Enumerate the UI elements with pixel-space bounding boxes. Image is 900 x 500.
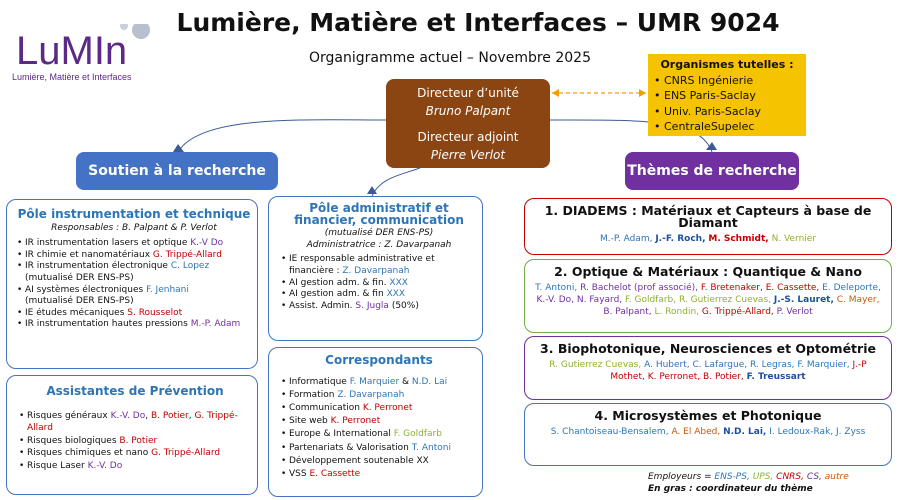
- arrow-left-tutelles: [552, 89, 559, 97]
- arrow-to-admin: [367, 186, 377, 194]
- list-item: AI systèmes électroniques F. Jenhani(mut…: [17, 285, 251, 308]
- list-item: Risques généraux K.-V. Do, B. Potier, G.…: [19, 410, 251, 435]
- list-item: Informatique F. Marquier & N.D. Lai: [281, 376, 477, 389]
- list-item: Partenariats & Valorisation T. Antoni: [281, 442, 477, 455]
- logo-subtitle: Lumière, Matière et Interfaces: [12, 72, 132, 82]
- tutelle-item: ENS Paris-Saclay: [654, 88, 800, 104]
- direction-box: Directeur d’unité Bruno Palpant Directeu…: [386, 79, 550, 168]
- theme-2-members: T. Antoni, R. Bachelot (prof associé), F…: [535, 283, 881, 317]
- theme-1-box: 1. DIADEMS : Matériaux et Capteurs à bas…: [524, 198, 892, 255]
- list-item: Risques biologiques B. Potier: [19, 435, 251, 448]
- list-item: Risque Laser K.-V. Do: [19, 460, 251, 473]
- list-item: Communication K. Perronet: [281, 402, 477, 415]
- logo-dot-small: [120, 24, 128, 30]
- pole-instrumentation-responsables: Responsables : B. Palpant & P. Verlot: [51, 222, 217, 233]
- assistantes-list: Risques généraux K.-V. Do, B. Potier, G.…: [19, 410, 251, 473]
- arrow-right-tutelles: [639, 89, 646, 97]
- soutien-heading: Soutien à la recherche: [76, 152, 278, 190]
- tutelles-list: CNRS Ingénierie ENS Paris-Saclay Univ. P…: [654, 73, 800, 135]
- page-title: Lumière, Matière et Interfaces – UMR 902…: [176, 8, 780, 37]
- connector-to-soutien: [177, 119, 387, 153]
- page-subtitle: Organigramme actuel – Novembre 2025: [309, 50, 591, 66]
- themes-heading: Thèmes de recherche: [625, 152, 799, 190]
- theme-4-members: S. Chantoiseau-Bensalem, A. El Abed, N.D…: [550, 427, 866, 437]
- logo-text: LuMIn: [16, 29, 127, 68]
- assistantes-box: Assistantes de Prévention Risques généra…: [6, 375, 258, 495]
- director-name: Bruno Palpant: [425, 104, 511, 118]
- arrow-to-soutien: [173, 144, 184, 152]
- employers-legend: Employeurs = ENS-PS, UPS, CNRS, CS, autr…: [648, 471, 849, 495]
- theme-2-box: 2. Optique & Matériaux : Quantique & Nan…: [524, 259, 892, 333]
- tutelle-item: Univ. Paris-Saclay: [654, 104, 800, 120]
- deputy-name: Pierre Verlot: [430, 148, 506, 162]
- list-item: Risques chimiques et nano G. Trippé-Alla…: [19, 447, 251, 460]
- tutelles-heading: Organismes tutelles :: [660, 58, 794, 71]
- pole-administratif-administratrice: Administratrice : Z. Davarpanah: [306, 239, 452, 250]
- correspondants-title: Correspondants: [325, 353, 433, 367]
- list-item: IE responsable administrative et financi…: [281, 254, 477, 277]
- correspondants-box: Correspondants Informatique F. Marquier …: [268, 347, 483, 497]
- tutelle-item: CNRS Ingénierie: [654, 73, 800, 89]
- list-item: IE études mécaniques S. Rousselot: [17, 308, 251, 320]
- bold-note: En gras : coordinateur du thème: [648, 484, 813, 494]
- employers-line: Employeurs = ENS-PS, UPS, CNRS, CS, autr…: [648, 472, 849, 482]
- list-item: Développement soutenable XX: [281, 455, 477, 468]
- logo-dot-large: [132, 24, 150, 39]
- list-item: Europe & International F. Goldfarb: [281, 428, 477, 441]
- lumin-logo: LuMIn: [16, 24, 150, 68]
- director-label: Directeur d’unité: [417, 86, 519, 100]
- list-item: Site web K. Perronet: [281, 415, 477, 428]
- list-item: AI gestion adm. & fin. XXX: [281, 278, 477, 290]
- pole-administratif-list: IE responsable administrative et financi…: [281, 254, 477, 312]
- theme-4-box: 4. Microsystèmes et Photonique S. Chanto…: [524, 403, 892, 466]
- theme-2-title: 2. Optique & Matériaux : Quantique & Nan…: [554, 264, 862, 279]
- tutelles-box: Organismes tutelles : CNRS Ingénierie EN…: [648, 54, 806, 136]
- list-item: AI gestion adm. & fin XXX: [281, 289, 477, 301]
- pole-administratif-mutualise: (mutualisé DER ENS-PS): [324, 228, 434, 239]
- pole-instrumentation-list: IR instrumentation lasers et optique K.-…: [17, 238, 251, 331]
- theme-3-box: 3. Biophotonique, Neurosciences et Optom…: [524, 336, 892, 400]
- list-item: VSS E. Cassette: [281, 468, 477, 481]
- tutelle-item: CentraleSupelec: [654, 119, 800, 135]
- list-item: IR instrumentation lasers et optique K.-…: [17, 238, 251, 250]
- connector-to-admin: [371, 167, 421, 197]
- theme-3-title: 3. Biophotonique, Neurosciences et Optom…: [540, 341, 876, 356]
- theme-3-members: R. Gutierrez Cuevas, A. Hubert, C. Lafar…: [549, 360, 867, 382]
- deputy-label: Directeur adjoint: [417, 130, 519, 144]
- arrow-to-themes: [706, 142, 717, 150]
- pole-instrumentation-title: Pôle instrumentation et technique: [17, 207, 251, 221]
- theme-1-members: M.-P. Adam, J.-F. Roch, M. Schmidt, N. V…: [599, 234, 817, 244]
- list-item: IR instrumentation hautes pressions M.-P…: [17, 319, 251, 331]
- theme-1-title: 1. DIADEMS : Matériaux et Capteurs à bas…: [544, 203, 872, 230]
- list-item: Assist. Admin. S. Jugla (50%): [281, 301, 477, 313]
- theme-4-title: 4. Microsystèmes et Photonique: [594, 408, 822, 423]
- list-item: IR instrumentation électronique C. Lopez…: [17, 261, 251, 284]
- assistantes-title: Assistantes de Prévention: [46, 384, 224, 398]
- pole-administratif-title: Pôle administratif et financier, communi…: [294, 201, 464, 227]
- correspondants-list: Informatique F. Marquier & N.D. Lai Form…: [281, 376, 477, 482]
- list-item: Formation Z. Davarpanah: [281, 389, 477, 402]
- list-item: IR chimie et nanomatériaux G. Trippé-All…: [17, 250, 251, 262]
- pole-instrumentation-box: Pôle instrumentation et technique Respon…: [6, 199, 258, 369]
- pole-administratif-box: Pôle administratif et financier, communi…: [268, 196, 483, 341]
